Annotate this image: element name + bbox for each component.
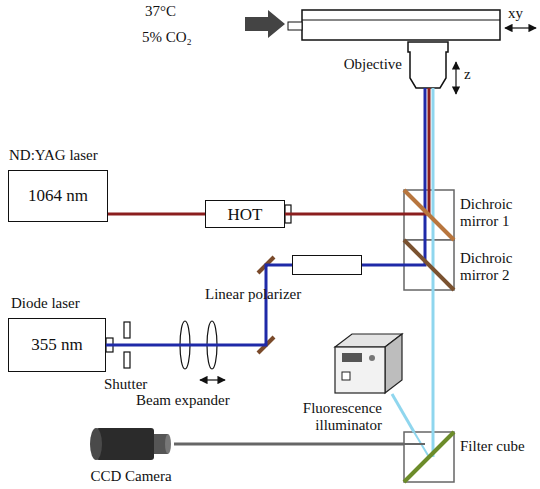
part-label: Dichroic mirror 2	[460, 250, 536, 284]
gas-inlet	[288, 22, 302, 30]
light-beam	[106, 265, 292, 345]
part-label: Dichroic mirror 1	[460, 196, 536, 230]
light-beam	[392, 394, 414, 432]
beam-strand	[428, 88, 431, 190]
shutter-blade	[124, 322, 130, 338]
polarizer-box: Linear polarizer	[292, 255, 362, 275]
dichroic-surface	[404, 190, 454, 240]
beam-strand	[432, 290, 435, 432]
light-beam	[425, 240, 433, 241]
adjust-arrow	[200, 379, 225, 380]
axis-label: z	[464, 66, 471, 83]
dichroic-cube	[404, 240, 454, 290]
filter-surface	[404, 432, 454, 482]
gas-label: 5% CO₂	[142, 29, 192, 46]
camera-body	[96, 428, 154, 460]
gas-arrow	[245, 10, 285, 38]
sample-stage	[302, 10, 500, 40]
dichroic-cube	[404, 190, 454, 240]
shutter-blade	[124, 352, 130, 368]
beam-strand	[432, 88, 435, 190]
ccd-camera: CCD Camera	[88, 422, 174, 466]
part-label: Filter cube	[460, 438, 530, 455]
part-label: Linear polarizer	[205, 286, 301, 303]
temperature-label: 37°C	[145, 3, 176, 20]
fluorescence-illuminator: Fluorescence illuminator	[332, 330, 404, 394]
part-label: Beam expander	[136, 392, 230, 409]
dichroic-mirror: Dichroic mirror 2	[404, 240, 454, 290]
illuminator-switch	[342, 372, 350, 380]
light-beam	[425, 88, 433, 190]
beam-strand	[424, 88, 427, 190]
axis-label: xy	[508, 5, 523, 22]
part-label: Shutter	[104, 376, 147, 393]
light-beam	[362, 265, 404, 266]
camera-back	[90, 428, 102, 460]
filter-cube: Filter cube	[404, 432, 454, 482]
light-beam	[174, 444, 404, 445]
box-text: 1064 nm	[9, 186, 107, 206]
part-label: Fluorescence illuminator	[240, 400, 382, 434]
illuminator-knob	[369, 355, 375, 361]
xy-arrow	[505, 27, 536, 28]
light-beam	[285, 214, 404, 215]
dish-line	[302, 20, 500, 21]
light-beam	[433, 290, 434, 432]
objective-lens	[408, 42, 448, 88]
emission-path	[404, 443, 425, 445]
camera-lens-front	[165, 434, 171, 454]
part-label: ND:YAG laser	[9, 147, 98, 164]
beam-strand	[106, 265, 292, 345]
illuminator-display	[342, 353, 362, 362]
beam-strand	[285, 213, 404, 216]
beam-strand	[392, 394, 414, 432]
part-label: CCD Camera	[81, 468, 181, 485]
illuminator-side	[385, 334, 402, 393]
illuminator-front	[335, 347, 385, 393]
part-label: Objective	[326, 56, 402, 73]
part-label: Diode laser	[11, 295, 80, 312]
light-beam	[108, 214, 205, 215]
beam-strand	[174, 443, 404, 446]
fluorescence-beam	[432, 190, 435, 240]
hot-box: HOT	[205, 200, 285, 228]
box-text: 355 nm	[9, 335, 105, 355]
filter-cube	[404, 432, 454, 482]
box-text: HOT	[206, 205, 284, 225]
beam-strand	[362, 264, 404, 267]
z-arrow	[455, 62, 456, 94]
laser-box: ND:YAG laser1064 nm	[8, 170, 108, 222]
dichroic-mirror: Dichroic mirror 1	[404, 190, 454, 240]
dichroic-surface	[404, 240, 454, 290]
objective: Objective	[408, 42, 448, 88]
laser-box: Diode laser355 nm	[8, 318, 106, 372]
beam-strand	[108, 213, 205, 216]
fluorescence-beam	[432, 240, 435, 290]
